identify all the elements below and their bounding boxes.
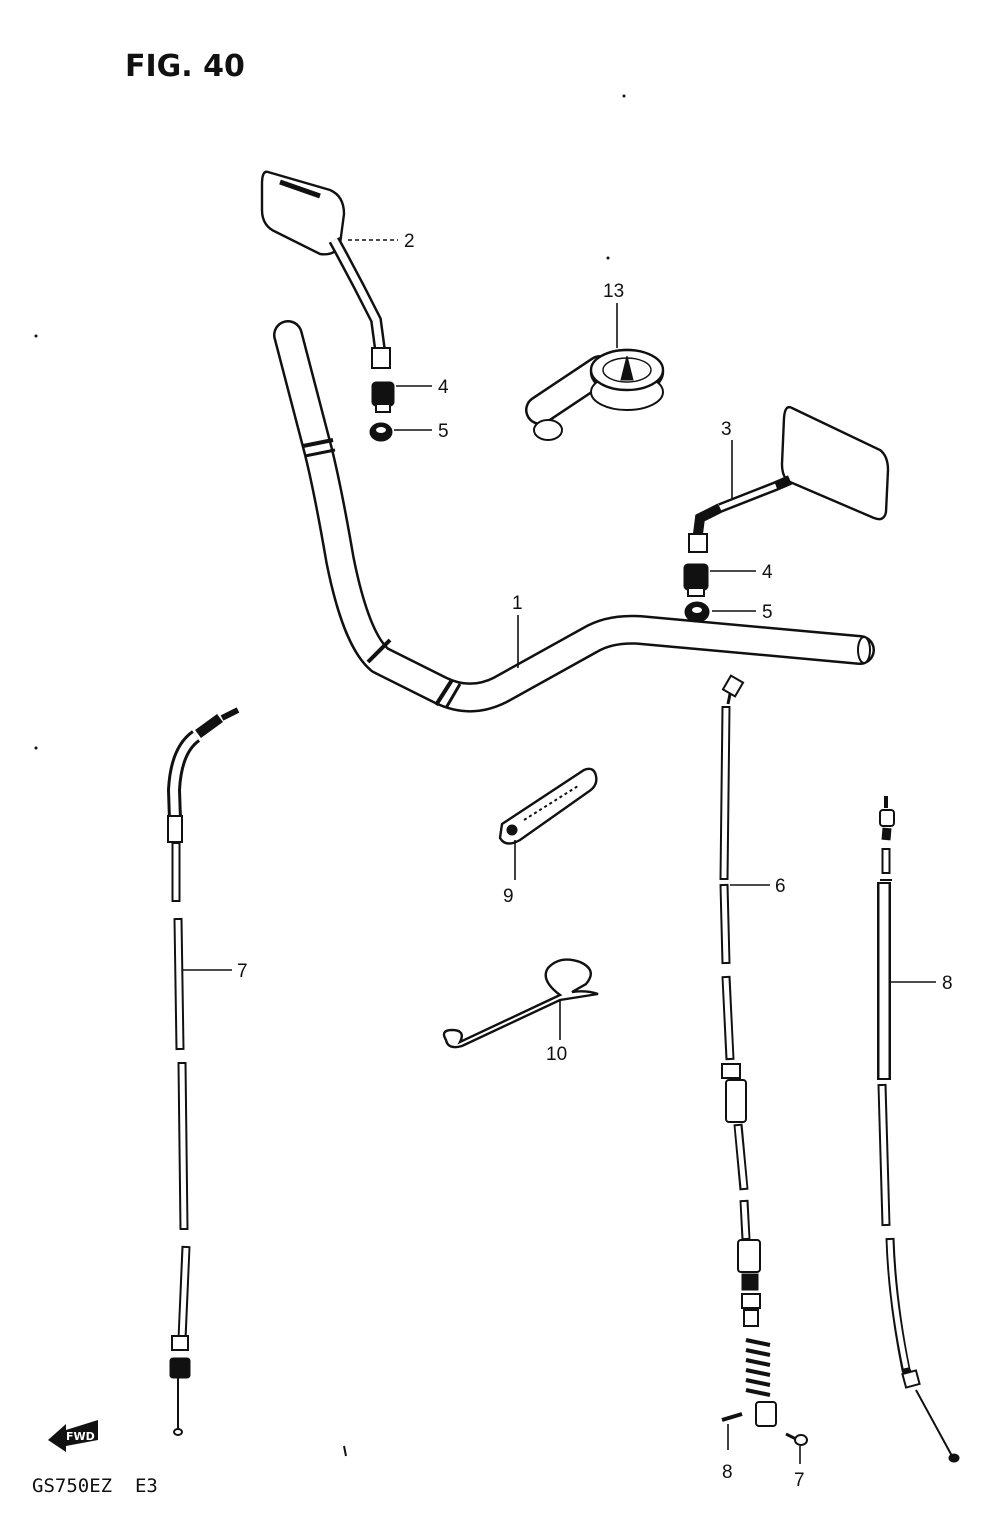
callout-2: 2	[404, 231, 415, 252]
right-mirror	[688, 405, 890, 553]
fwd-label: FWD	[66, 1430, 95, 1443]
model-code: GS750EZ E3	[32, 1475, 158, 1497]
callout-13: 13	[603, 281, 624, 302]
scan-speck	[622, 94, 626, 98]
screw-7	[785, 1432, 808, 1446]
handlebar-clamp-13	[525, 348, 665, 441]
forward-arrow-icon: FWD	[48, 1420, 98, 1452]
cable-guide-11	[498, 767, 598, 845]
callout-10: 8	[942, 973, 953, 994]
figure-title: FIG. 40	[125, 49, 245, 84]
callout-12: 10	[546, 1044, 567, 1065]
cable-10	[877, 796, 960, 1463]
callout-11: 9	[503, 886, 514, 907]
scan-speck	[606, 256, 610, 260]
callout-3: 3	[721, 419, 732, 440]
callout-1: 1	[512, 593, 523, 614]
throttle-cable-9	[166, 707, 240, 1436]
handlebar	[273, 320, 875, 713]
scan-speck	[34, 746, 38, 750]
clutch-cable-6	[719, 674, 777, 1427]
scan-speck	[343, 1445, 347, 1457]
nut-right	[684, 601, 710, 623]
callout-9: 7	[237, 961, 248, 982]
callout-4b: 4	[762, 562, 773, 583]
callout-4a: 4	[438, 377, 449, 398]
callout-5a: 5	[438, 421, 449, 442]
callout-5b: 5	[762, 602, 773, 623]
left-mirror	[260, 170, 391, 369]
adapter-right	[683, 563, 709, 597]
adapter-left	[371, 381, 395, 413]
clip-12	[442, 958, 599, 1049]
nut-left	[369, 422, 393, 442]
callout-6: 6	[775, 876, 786, 897]
scan-speck	[34, 334, 38, 338]
pin-8	[721, 1412, 743, 1422]
